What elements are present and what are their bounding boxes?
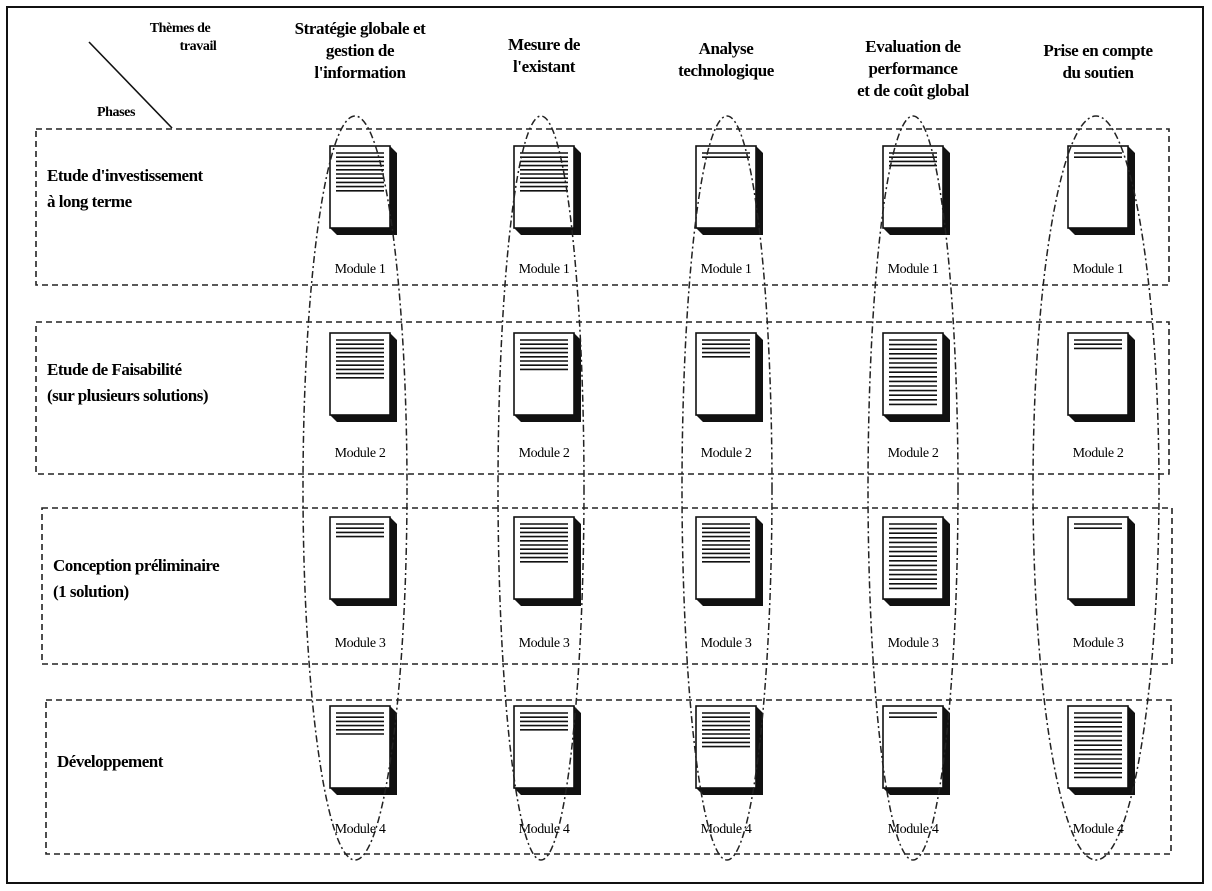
document-icon: [882, 516, 950, 606]
theme-header-3: Analyse technologique: [631, 38, 821, 82]
phase-label-line2: à long terme: [47, 192, 132, 211]
phase-box-1: [35, 128, 1170, 286]
document-page: [882, 516, 944, 600]
phase-label-line1: Etude d'investissement: [47, 166, 203, 185]
module-label: Module 1: [887, 262, 939, 277]
phase-label-4: Développement: [57, 749, 163, 775]
phase-box-2: [35, 321, 1170, 475]
document-icon: [695, 145, 763, 235]
phase-label-line2: (1 solution): [53, 582, 129, 601]
module-label: Module 3: [700, 636, 752, 651]
phase-label-line2: (sur plusieurs solutions): [47, 386, 209, 405]
document-icon: [513, 705, 581, 795]
document-icon: [513, 145, 581, 235]
document-icon: [695, 705, 763, 795]
document-page: [882, 145, 944, 229]
theme-header-line1: Prise en compte: [1043, 41, 1153, 60]
theme-header-1: Stratégie globale et gestion de l'informat…: [265, 18, 455, 84]
document-icon: [695, 516, 763, 606]
theme-header-line3: et de coût global: [857, 81, 969, 100]
document-page: [513, 332, 575, 416]
module-label: Module 4: [1072, 822, 1124, 837]
corner-themes-label: Thèmes de travail: [134, 20, 226, 56]
theme-header-line1: Mesure de: [507, 35, 581, 54]
phase-box-3: [41, 507, 1173, 665]
document-page: [1067, 332, 1129, 416]
module-label: Module 3: [887, 636, 939, 651]
document-page: [513, 705, 575, 789]
document-page: [1067, 516, 1129, 600]
document-icon: [1067, 145, 1135, 235]
theme-header-line1: Stratégie globale et: [294, 19, 426, 38]
document-page: [1067, 145, 1129, 229]
corner-diagonal-line: [88, 41, 173, 129]
module-label: Module 1: [700, 262, 752, 277]
module-label: Module 2: [1072, 446, 1124, 461]
document-icon: [329, 516, 397, 606]
module-label: Module 1: [1072, 262, 1124, 277]
module-label: Module 4: [700, 822, 752, 837]
theme-header-line2: du soutien: [1062, 63, 1134, 82]
module-label: Module 3: [518, 636, 570, 651]
theme-header-line1: Analyse: [698, 39, 754, 58]
phase-label-3: Conception préliminaire (1 solution): [53, 553, 220, 605]
module-label: Module 1: [334, 262, 386, 277]
phase-label-1: Etude d'investissement à long terme: [47, 163, 203, 215]
phase-box-4: [45, 699, 1172, 855]
document-icon: [882, 145, 950, 235]
document-icon: [329, 145, 397, 235]
phase-label-line1: Développement: [57, 752, 163, 771]
document-icon: [329, 705, 397, 795]
document-icon: [1067, 516, 1135, 606]
phase-label-2: Etude de Faisabilité (sur plusieurs solut…: [47, 357, 209, 409]
theme-ellipse-2: [497, 115, 585, 861]
module-label: Module 3: [1072, 636, 1124, 651]
document-icon: [513, 332, 581, 422]
document-icon: [513, 516, 581, 606]
diagram-frame: [6, 6, 1204, 884]
document-icon: [329, 332, 397, 422]
module-label: Module 2: [518, 446, 570, 461]
theme-header-line2: performance: [868, 59, 958, 78]
theme-ellipse-4: [867, 115, 959, 861]
document-icon: [882, 705, 950, 795]
theme-header-line2: gestion de: [325, 41, 395, 60]
corner-themes-label-line1: Thèmes de: [149, 21, 211, 36]
theme-header-5: Prise en compte du soutien: [1003, 40, 1193, 84]
document-page: [1067, 705, 1129, 789]
theme-ellipse-5: [1032, 115, 1160, 861]
document-page: [329, 705, 391, 789]
theme-header-4: Evaluation de performance et de coût globa…: [818, 36, 1008, 102]
corner-themes-label-line2: travail: [179, 39, 217, 54]
phase-label-line1: Conception préliminaire: [53, 556, 220, 575]
module-label: Module 4: [887, 822, 939, 837]
theme-header-line3: l'information: [314, 63, 406, 82]
theme-ellipse-1: [302, 115, 408, 861]
document-icon: [882, 332, 950, 422]
module-label: Module 1: [518, 262, 570, 277]
document-icon: [1067, 332, 1135, 422]
module-label: Module 4: [518, 822, 570, 837]
document-page: [329, 516, 391, 600]
module-label: Module 4: [334, 822, 386, 837]
document-icon: [695, 332, 763, 422]
phase-label-line1: Etude de Faisabilité: [47, 360, 182, 379]
module-label: Module 2: [700, 446, 752, 461]
document-page: [882, 332, 944, 416]
theme-header-line2: l'existant: [512, 57, 576, 76]
module-label: Module 2: [334, 446, 386, 461]
module-label: Module 2: [887, 446, 939, 461]
corner-phases-label: Phases: [97, 105, 136, 120]
document-page: [695, 332, 757, 416]
document-icon: [1067, 705, 1135, 795]
document-page: [882, 705, 944, 789]
module-label: Module 3: [334, 636, 386, 651]
theme-header-line2: technologique: [678, 61, 774, 80]
theme-header-2: Mesure de l'existant: [449, 34, 639, 78]
theme-header-line1: Evaluation de: [865, 37, 961, 56]
document-page: [695, 145, 757, 229]
theme-ellipse-3: [681, 115, 773, 861]
